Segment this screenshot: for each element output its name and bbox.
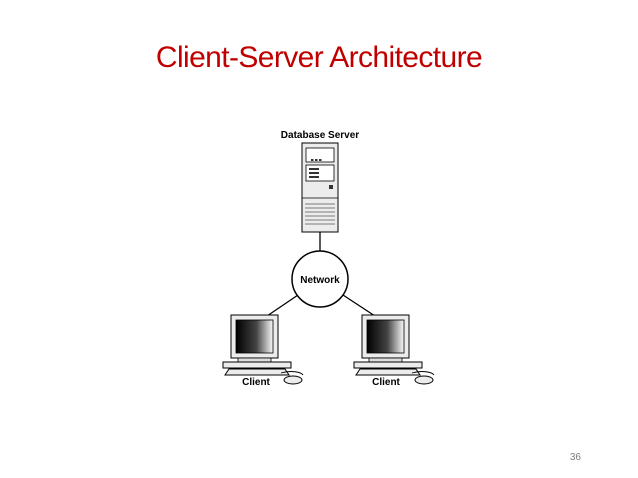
page-number: 36	[569, 452, 581, 463]
mouse-icon	[411, 371, 435, 385]
client-computer-left: Client	[222, 314, 304, 388]
server-label: Database Server	[281, 130, 359, 141]
client-computer-right: Client	[353, 314, 435, 388]
server-tower-icon	[301, 142, 339, 233]
network-connectors	[266, 232, 376, 317]
network-node: Network	[291, 250, 349, 308]
network-label: Network	[300, 275, 340, 286]
monitor-icon	[353, 314, 423, 369]
mouse-icon	[280, 371, 304, 385]
keyboard-icon	[224, 368, 290, 376]
client-left-label: Client	[242, 377, 270, 388]
slide-title: Client-Server Architecture	[155, 41, 483, 74]
network-client-left-link	[266, 294, 299, 317]
client-right-label: Client	[372, 377, 400, 388]
monitor-icon	[222, 314, 292, 369]
keyboard-icon	[355, 368, 421, 376]
network-client-right-link	[342, 294, 376, 317]
